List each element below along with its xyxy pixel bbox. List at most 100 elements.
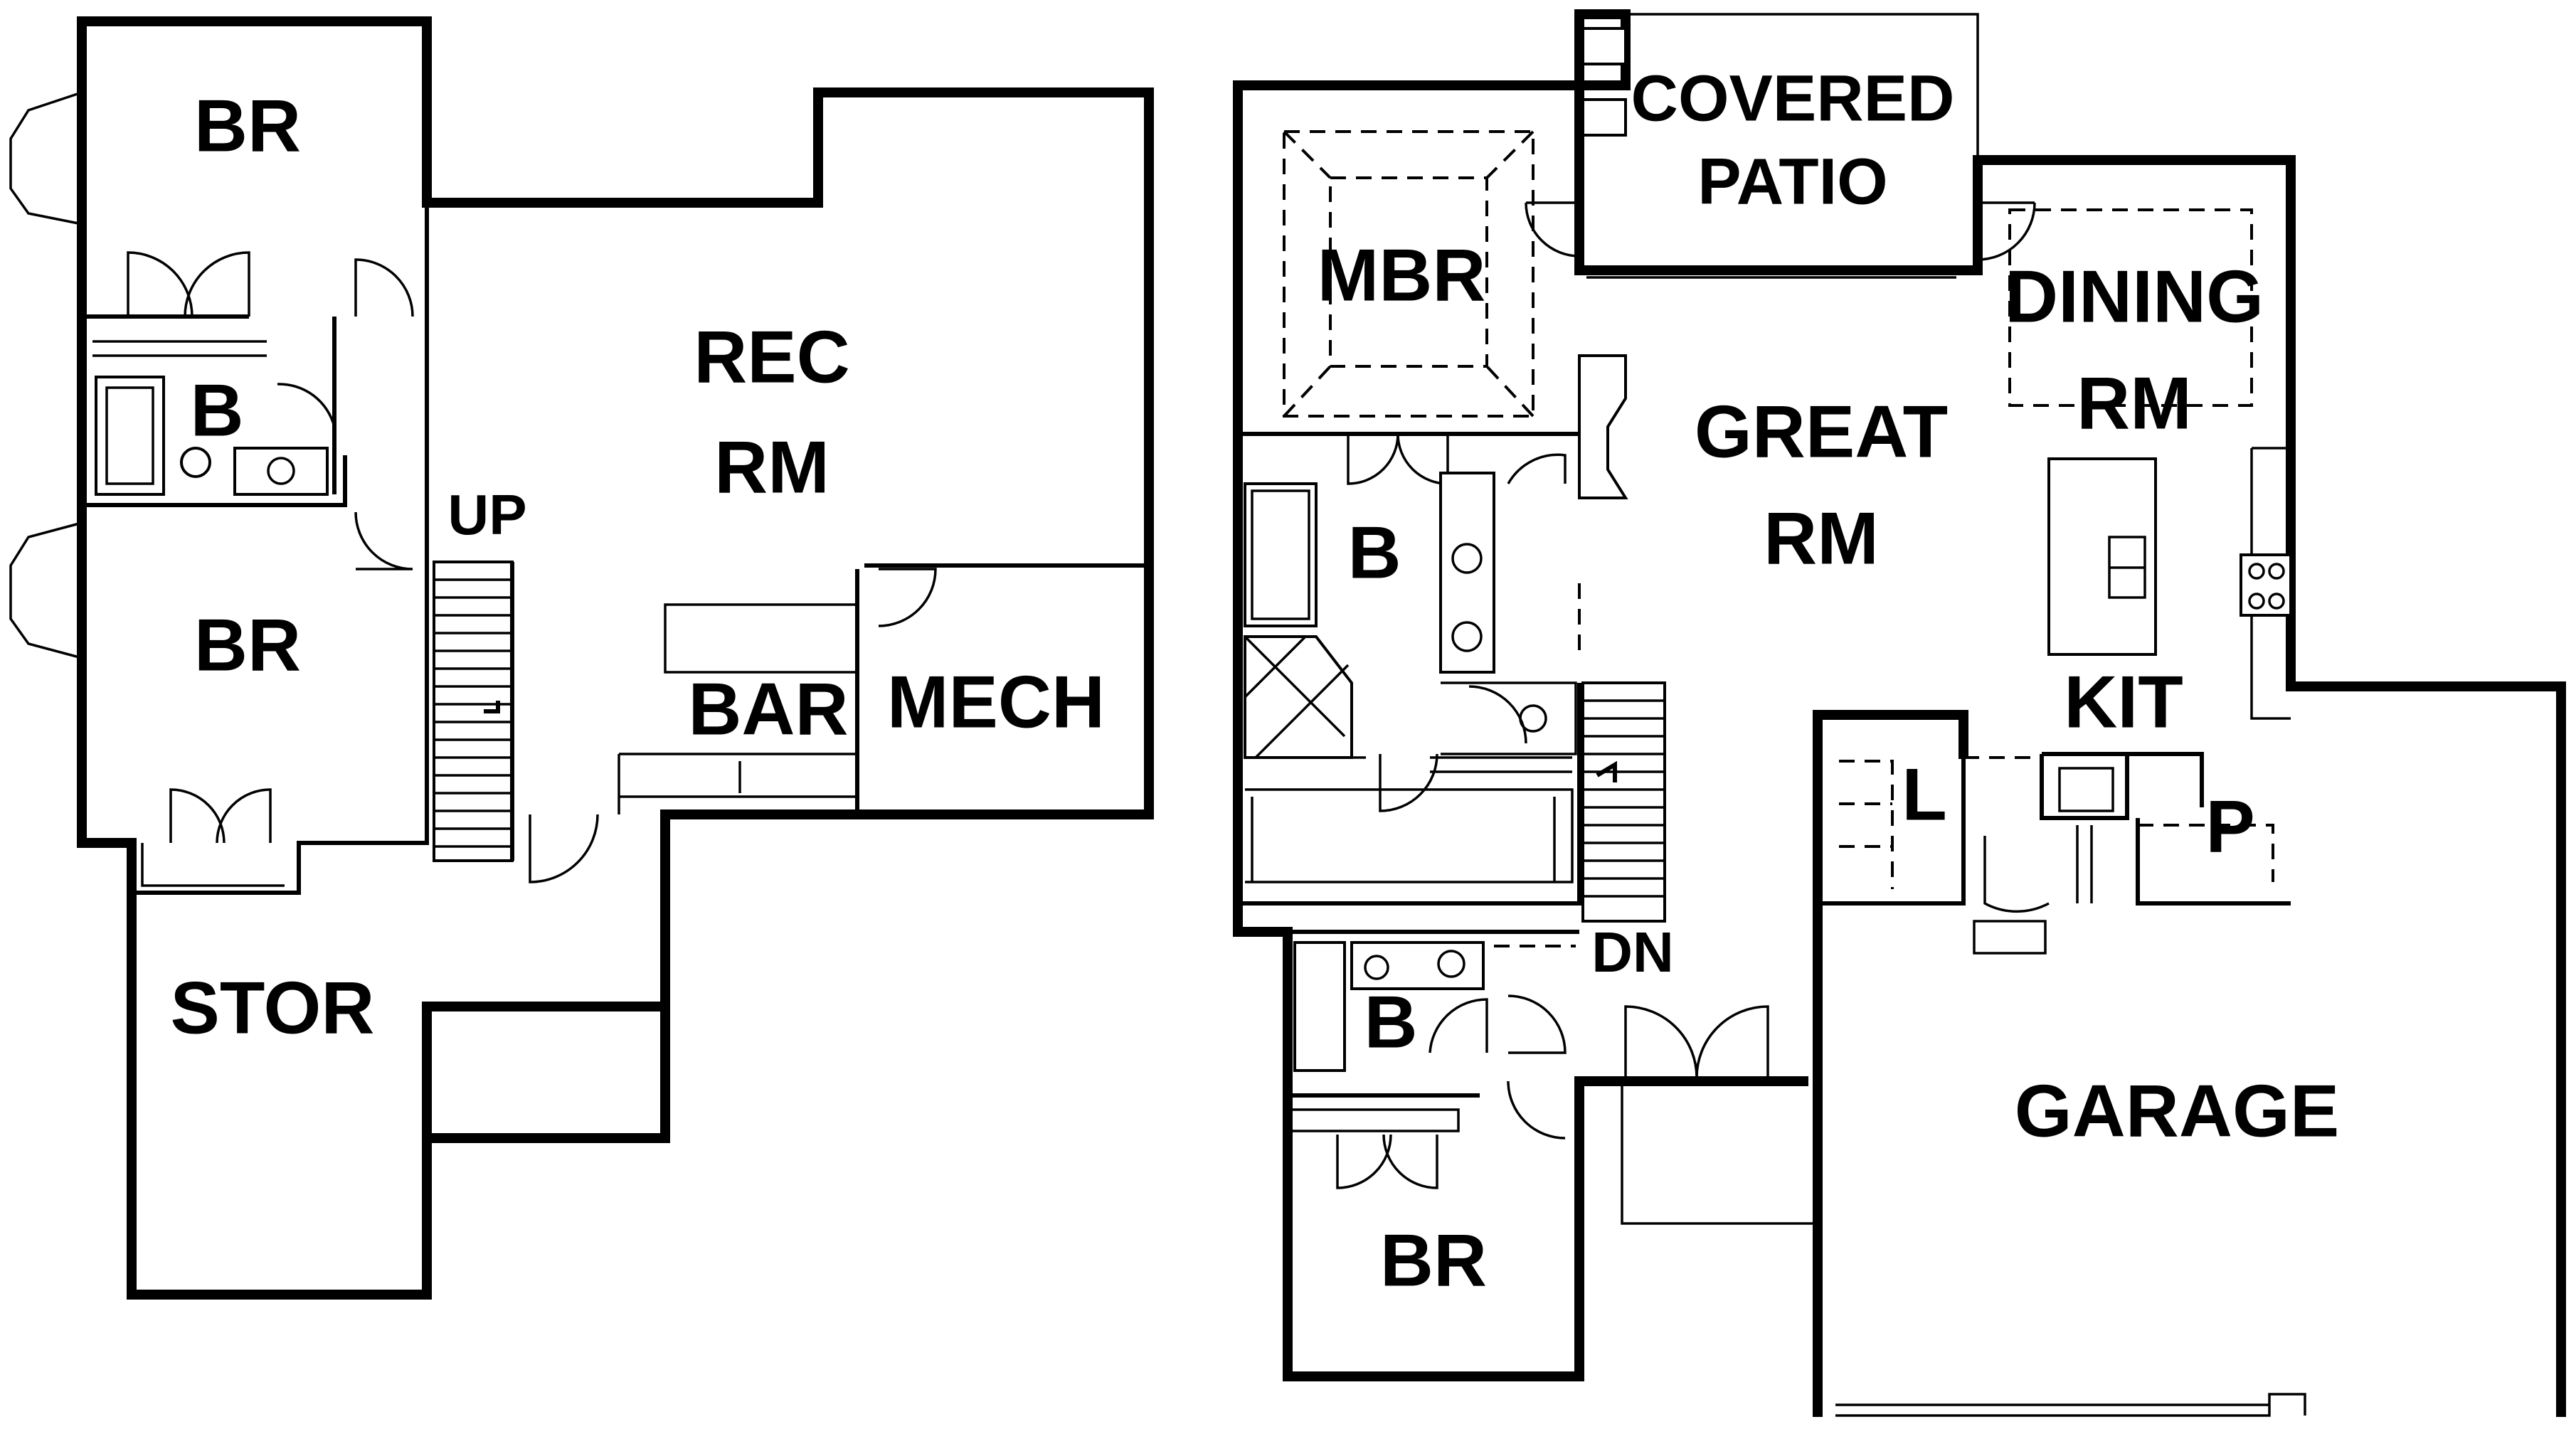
range-burner-2: [2268, 563, 2285, 580]
lower-partition-2: [82, 455, 347, 507]
lower-toilet: [180, 447, 211, 478]
main-level-plan: [1233, 9, 2566, 1417]
patio-door-left: [1525, 201, 1581, 257]
label-mbr: MBR: [1318, 234, 1486, 317]
bath2-tub: [1293, 941, 1346, 1072]
label-bar: BAR: [688, 668, 848, 750]
range-burner-1: [2248, 563, 2265, 580]
lower-door-stair: [529, 814, 599, 883]
lower-vanity: [233, 447, 329, 496]
hall-door-1: [1507, 994, 1567, 1054]
label-br-top: BR: [194, 85, 301, 167]
label-master-bath: B: [1347, 511, 1401, 594]
front-entry: [1621, 1081, 1818, 1225]
bath2-vanity: [1350, 941, 1485, 990]
label-kit: KIT: [2064, 661, 2183, 743]
label-dn: DN: [1591, 920, 1674, 984]
mbath-shower: [1244, 635, 1353, 759]
range-burner-4: [2268, 593, 2285, 610]
fireplace: [1578, 354, 1628, 499]
kitchen-island: [2047, 457, 2157, 656]
lower-closet-line-2: [141, 843, 285, 887]
garage-entry-step: [1973, 920, 2047, 955]
kit-sink: [2058, 767, 2114, 812]
kit-range: [2240, 553, 2292, 617]
front-door: [1624, 1005, 1769, 1078]
lower-level-plan: [9, 16, 1154, 1300]
label-dining-line1: DINING: [2005, 255, 2264, 338]
pantry-dash: [2138, 824, 2274, 882]
lower-exterior-wall: [77, 16, 1154, 1300]
kit-counter-low: [2040, 752, 2204, 820]
main-staircase: [1581, 681, 1666, 923]
main-bath-lower: [1288, 930, 1579, 1098]
mbath-tub: [1244, 482, 1318, 627]
main-windows: [1273, 84, 2252, 1378]
lower-door-mech: [878, 568, 937, 627]
mbath-sink-2: [1451, 621, 1483, 652]
bath2-sink: [1437, 950, 1465, 978]
pantry-wall: [2136, 818, 2291, 906]
label-great-line1: GREAT: [1695, 391, 1948, 473]
lower-closet-line: [92, 340, 267, 357]
pantry-tall: [2076, 825, 2093, 903]
bath2-toilet: [1364, 955, 1389, 980]
closet-door-b: [1249, 756, 1572, 773]
dining-dash: [2008, 208, 2253, 407]
label-patio-line2: PATIO: [1697, 145, 1887, 218]
mbr-door: [1347, 433, 1449, 485]
covered-patio-outline: [1581, 13, 1979, 275]
mbath-toilet: [1519, 704, 1547, 733]
patio-posts: [1581, 27, 1627, 137]
mbath-linen: [1441, 681, 1577, 755]
garage-door: [1835, 1393, 2306, 1417]
label-stor: STOR: [170, 967, 374, 1049]
laundry-dash: [1839, 756, 2035, 889]
mbath-sink-1: [1451, 543, 1483, 574]
br-bottom-bay-window: [9, 521, 83, 659]
label-rec-line2: RM: [714, 426, 829, 509]
bar-counter: [664, 603, 859, 674]
laundry-door: [1983, 836, 2050, 913]
label-lower-bath: B: [190, 369, 243, 452]
label-great-line2: RM: [1764, 497, 1879, 580]
walkin-closet: [1245, 788, 1574, 883]
label-dining-line2: RM: [2077, 362, 2192, 445]
laundry-wall: [1818, 758, 1966, 906]
garage-wall: [1813, 710, 1968, 1417]
lower-door-hall-1: [354, 258, 414, 317]
lower-staircase: [433, 561, 514, 862]
kit-counter-right: [2250, 447, 2291, 720]
lower-door-br-top-b: [184, 251, 250, 317]
label-rec-line1: REC: [694, 316, 850, 398]
br-closet: [1291, 1108, 1460, 1132]
bar-back: [618, 753, 857, 814]
lower-door-br-top: [127, 251, 194, 317]
main-core-wall: [1238, 683, 1581, 906]
label-pantry: P: [2205, 785, 2254, 868]
main-left-wall: [1233, 80, 1808, 1381]
lower-bathtub-inner: [105, 386, 154, 485]
closet-door-a: [1379, 753, 1438, 812]
range-burner-3: [2248, 593, 2265, 610]
label-up: UP: [447, 483, 526, 546]
label-garage: GARAGE: [2015, 1070, 2339, 1152]
lower-door-closet-bottom: [169, 788, 272, 844]
patio-door-right: [1976, 201, 2036, 261]
br-top-bay-window: [9, 91, 83, 225]
mbr-door-2: [1507, 453, 1567, 484]
mbath-tub-inner: [1251, 489, 1310, 620]
br-closet-doors: [1336, 1134, 1438, 1189]
lower-door-br-bottom: [354, 511, 413, 570]
lower-partition-4: [132, 203, 429, 895]
mbath-shower-tile: [1244, 635, 1350, 759]
mbr-tray-ceiling: [1283, 130, 1535, 418]
label-br: BR: [1380, 1219, 1487, 1302]
bath2-door: [1429, 998, 1488, 1053]
label-bath2: B: [1364, 981, 1417, 1063]
label-laundry: L: [1902, 753, 1947, 836]
mbath-door: [1468, 685, 1527, 744]
label-mech: MECH: [887, 661, 1105, 743]
hall-door-2: [1507, 1080, 1566, 1140]
